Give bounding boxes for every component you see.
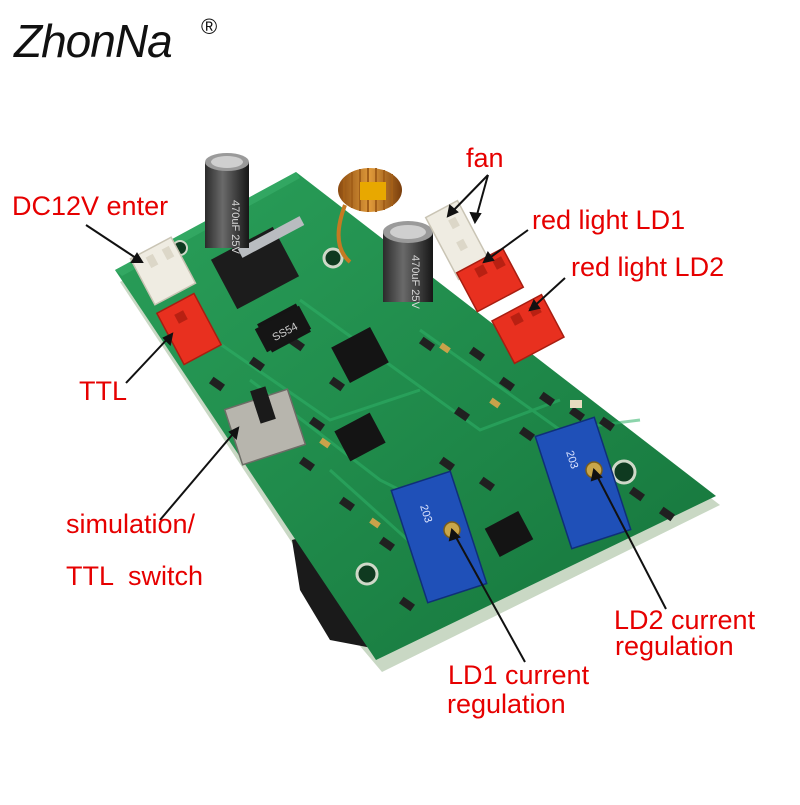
capacitor-1: 470uF 25V — [205, 153, 249, 254]
inductor-coil — [336, 168, 402, 264]
registered-mark: ® — [201, 14, 218, 39]
label-red-light-ld1: red light LD1 — [532, 205, 686, 235]
label-ld1-current-line1: LD1 current — [448, 660, 590, 690]
label-ttl: TTL — [79, 376, 128, 406]
label-switch-line1: simulation/ — [66, 509, 196, 539]
diode-ss54: SS54 — [254, 305, 312, 353]
cap2-marking: 470uF 25V — [409, 255, 421, 309]
callout-lines — [85, 174, 667, 663]
label-ld2-current-line2: regulation — [615, 631, 734, 661]
red-ld1-connector — [455, 247, 525, 313]
ttl-connector — [155, 292, 223, 366]
trim2-marking: 203 — [563, 449, 580, 470]
fan-connector — [424, 199, 492, 281]
dc-input-connector — [129, 236, 197, 306]
label-ld2-current-line1: LD2 current — [614, 605, 756, 635]
slide-switch — [223, 386, 307, 466]
label-fan: fan — [466, 143, 504, 173]
trim1-marking: 203 — [417, 503, 434, 524]
cap1-marking: 470uF 25V — [229, 200, 241, 254]
label-dc12v-enter: DC12V enter — [12, 191, 169, 221]
brand-logo: ZhonNa — [14, 15, 173, 67]
label-switch-line2: TTL switch — [66, 561, 204, 591]
red-ld2-connector — [490, 293, 566, 365]
label-ld1-current-line2: regulation — [447, 689, 566, 719]
capacitor-2: 470uF 25V — [383, 221, 433, 309]
label-red-light-ld2: red light LD2 — [571, 252, 725, 282]
